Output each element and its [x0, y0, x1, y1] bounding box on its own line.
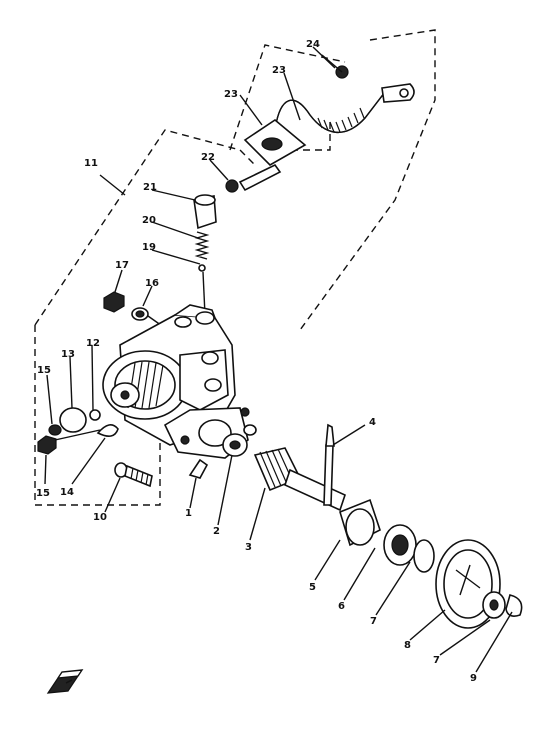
part-label-15-upper: 15 [37, 365, 51, 376]
part-label-8: 8 [404, 640, 411, 651]
leader-lines [44, 46, 513, 673]
part-label-16: 16 [145, 278, 159, 289]
part-label-10: 10 [93, 512, 107, 523]
part-label-13: 13 [61, 349, 75, 360]
part-label-7-lower: 7 [433, 655, 440, 666]
part-label-19: 19 [142, 242, 156, 253]
part-label-7-upper: 7 [370, 616, 377, 627]
drive-shaft-assembly [188, 423, 523, 629]
part-label-22: 22 [201, 152, 215, 163]
part-number-labels: 1 2 3 4 5 6 7 8 7 9 10 11 12 13 14 15 15… [36, 39, 477, 684]
part-label-6: 6 [338, 601, 345, 612]
part-label-4: 4 [369, 417, 376, 428]
part-label-14: 14 [60, 487, 74, 498]
part-label-9: 9 [470, 673, 477, 684]
banjo-bolt-and-spring [193, 163, 282, 316]
part-label-15-lower: 15 [36, 488, 50, 499]
front-direction-icon [46, 669, 84, 694]
part-label-21: 21 [143, 182, 157, 193]
screw [114, 462, 153, 488]
part-label-2: 2 [213, 526, 220, 537]
cover-parts [37, 407, 119, 455]
part-label-3: 3 [245, 542, 252, 553]
part-label-23-upper: 23 [272, 65, 286, 76]
bolt-and-washer [103, 291, 166, 329]
part-label-17: 17 [115, 260, 129, 271]
part-label-24: 24 [306, 39, 320, 50]
part-label-20: 20 [142, 215, 156, 226]
pump-body [102, 304, 250, 459]
oil-pipe [243, 54, 415, 166]
part-label-11: 11 [84, 158, 98, 169]
part-label-1: 1 [185, 508, 192, 519]
part-label-5: 5 [309, 582, 316, 593]
part-label-12: 12 [86, 338, 100, 349]
part-label-23-lower: 23 [224, 89, 238, 100]
